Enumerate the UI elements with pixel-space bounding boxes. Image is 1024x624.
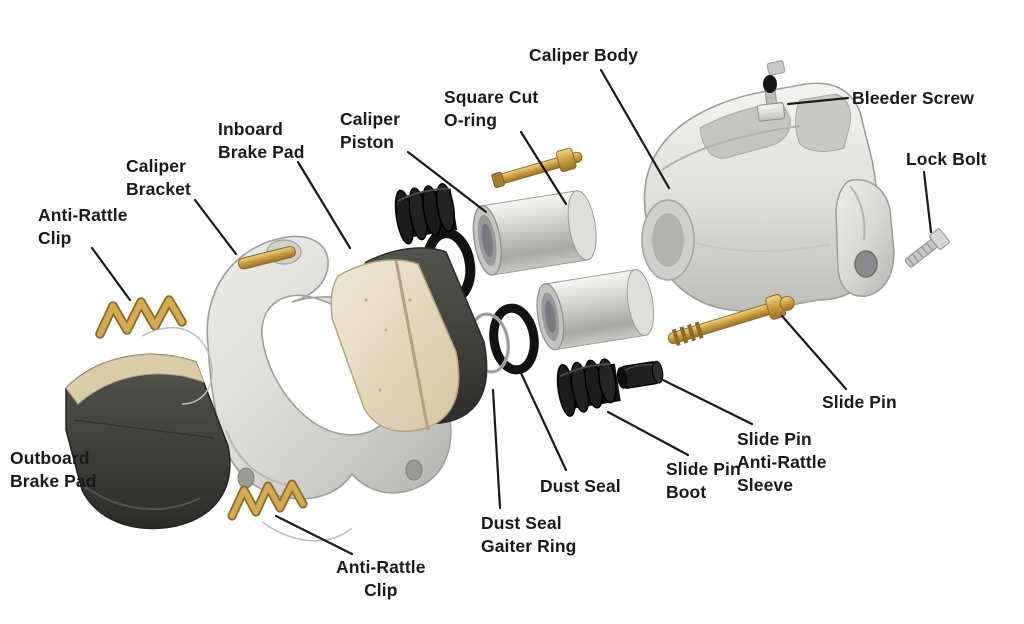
caliper-bracket-label: Caliper Bracket (126, 156, 191, 199)
lock-bolt-label: Lock Bolt (906, 149, 987, 169)
leader-line-inboard-brake-pad (296, 160, 352, 250)
slide-pin-anti-rattle-sleeve-label: Slide Pin Anti-Rattle Sleeve (737, 429, 827, 495)
leader-lines (90, 68, 933, 556)
caliper-bracket-part (206, 235, 452, 500)
caliper-body-label: Caliper Body (529, 45, 639, 65)
leader-line-anti-rattle-clip-left (90, 246, 132, 302)
anti-rattle-clip-bottom-part (227, 479, 353, 542)
leader-line-anti-rattle-clip-bottom (274, 514, 354, 556)
slide-pin-boot-part (556, 358, 621, 417)
outboard-brake-pad-part (65, 353, 231, 530)
inboard-brake-pad-part (330, 247, 488, 433)
dust-seal-part (394, 183, 458, 245)
inboard-brake-pad-label: Inboard Brake Pad (218, 119, 305, 162)
caliper-body-part (641, 82, 895, 312)
leader-line-slide-pin-boot (606, 410, 690, 457)
leader-line-slide-pin-sleeve (661, 378, 754, 426)
leader-line-bleeder-screw (786, 96, 850, 106)
bleeder-screw-part (757, 60, 786, 122)
outboard-brake-pad-label: Outboard Brake Pad (10, 448, 97, 491)
bleeder-screw-label: Bleeder Screw (852, 88, 974, 108)
leader-line-caliper-piston (406, 150, 488, 214)
slide-pin-label: Slide Pin (822, 392, 897, 412)
lock-bolt-part (904, 228, 950, 268)
anti-rattle-clip-left-part (95, 295, 213, 405)
square-cut-oring-label: Square Cut O-ring (444, 87, 539, 130)
caliper-piston-part (472, 190, 597, 276)
leader-line-dust-seal (519, 371, 568, 472)
leader-line-slide-pin (780, 314, 848, 391)
leader-line-dust-seal-gaiter-ring (491, 388, 502, 510)
caliper-piston2-part (536, 269, 655, 351)
leader-line-lock-bolt (922, 170, 933, 234)
leader-line-caliper-body (599, 68, 671, 190)
caliper-piston-label: Caliper Piston (340, 109, 401, 152)
leader-line-square-cut-oring (519, 130, 568, 206)
slide-pin-part (667, 294, 795, 347)
slide-pin-boot-label: Slide Pin Boot (666, 459, 741, 502)
anti-rattle-clip-left-label: Anti-Rattle Clip (38, 205, 128, 248)
leader-line-caliper-bracket (193, 198, 238, 256)
upper-slide-pin-part (491, 147, 583, 189)
slide-pin-anti-rattle-sleeve-part (616, 360, 664, 389)
anti-rattle-clip-bottom-label: Anti-Rattle Clip (336, 557, 426, 600)
dust-seal-gaiter-ring-label: Dust Seal Gaiter Ring (481, 513, 577, 556)
dust-seal-label: Dust Seal (540, 476, 621, 496)
